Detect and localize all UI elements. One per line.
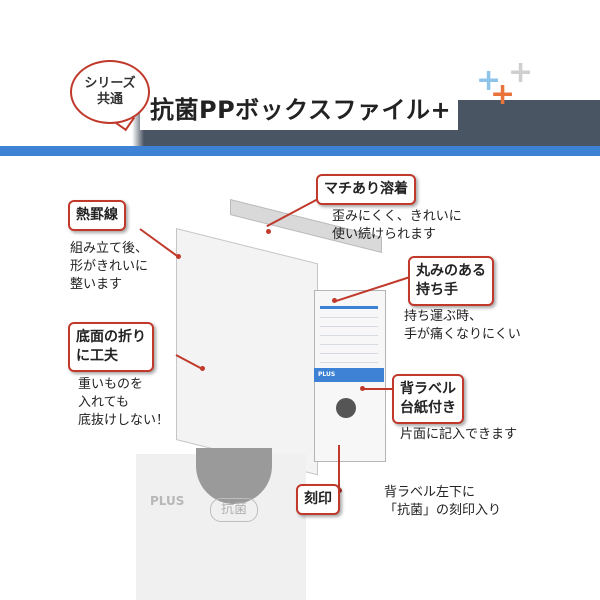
badge-line-2: 共通	[96, 92, 123, 107]
connector-dot	[266, 229, 271, 234]
plus-accent-blue: +	[476, 63, 502, 98]
feature-handle-tag: 丸みのある 持ち手	[408, 256, 494, 306]
plus-accent-orange: +	[490, 77, 516, 112]
feature-heat-crease-desc: 組み立て後、 形がきれいに 整います	[70, 241, 149, 292]
closeup-brand: PLUS	[150, 494, 185, 508]
feature-handle-desc: 持ち運ぶ時、 手が痛くなりにくい	[404, 309, 521, 342]
feature-gusset-tag: マチあり溶着	[316, 174, 416, 205]
connector-spine-label	[362, 388, 394, 390]
connector-dot	[200, 366, 205, 371]
spine-label-card	[320, 306, 378, 373]
feature-spine-label-tag: 背ラベル 台紙付き	[392, 374, 464, 424]
badge-line-1: シリーズ	[84, 76, 136, 91]
box-side-panel	[176, 228, 318, 476]
feature-gusset-desc: 歪みにくく、きれいに 使い続けられます	[332, 209, 462, 242]
closeup-stamp: 抗菌	[210, 498, 258, 522]
feature-spine-label-desc: 片面に記入できます	[400, 427, 518, 442]
feature-bottom-desc: 重いものを 入れても 底抜けしない！	[78, 377, 170, 428]
connector-dot	[360, 386, 365, 391]
connector-dot	[332, 298, 337, 303]
page-title: 抗菌PPボックスファイル+	[150, 96, 452, 124]
title-background	[140, 84, 458, 130]
series-badge: シリーズ 共通	[70, 60, 150, 124]
feature-bottom-tag: 底面の折り に工夫	[68, 322, 154, 372]
feature-heat-crease-tag: 熱罫線	[68, 200, 126, 231]
finger-hole	[336, 398, 356, 418]
plus-accent-gray: +	[508, 55, 534, 90]
feature-stamp-tag: 刻印	[296, 484, 340, 515]
spine-brand-strip: PLUS	[314, 368, 384, 382]
header-blue-stripe	[0, 146, 600, 156]
feature-stamp-desc: 背ラベル左下に 「抗菌」の刻印入り	[384, 485, 502, 518]
connector-dot	[176, 254, 181, 259]
